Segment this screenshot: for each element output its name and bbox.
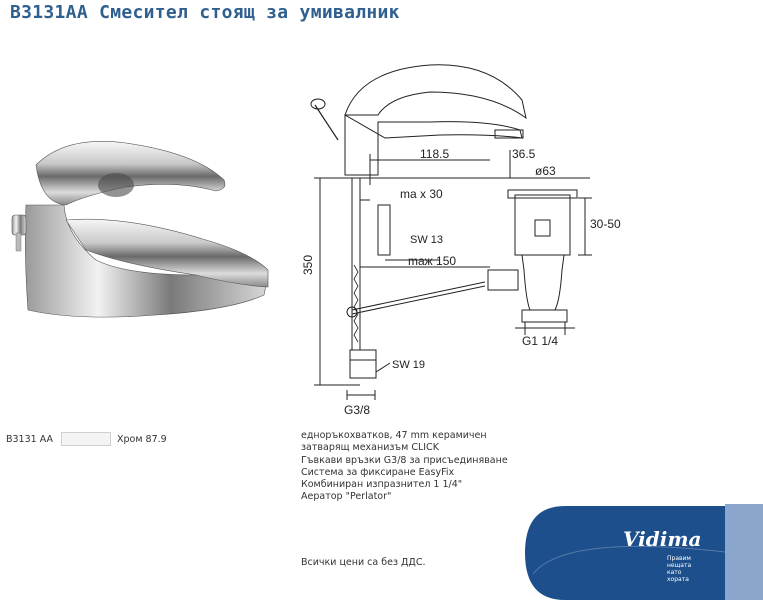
- product-row: B3131 AA Хром 87.9: [6, 432, 167, 446]
- feature-item: Аератор "Perlator": [301, 491, 392, 503]
- tagline-4: хората: [667, 576, 689, 583]
- dim-max30: ma x 30: [400, 187, 443, 201]
- tagline-2: нещата: [667, 562, 691, 569]
- feature-list: еднoръкохватков, 47 mm керамичен затваря…: [301, 430, 508, 504]
- dim-118-5: 118.5: [420, 147, 449, 161]
- product-price: 87.9: [145, 433, 167, 445]
- tagline-1: Правим: [667, 555, 691, 562]
- dim-350: 350: [301, 255, 315, 275]
- feature-item: еднoръкохватков, 47 mm керамичен: [301, 430, 487, 441]
- tagline-3: като: [667, 569, 682, 576]
- dim-g1-1-4: G1 1/4: [522, 334, 558, 348]
- dim-63: ø63: [535, 164, 556, 178]
- dim-sw13: SW 13: [410, 234, 443, 246]
- dim-36-5: 36.5: [512, 147, 536, 161]
- dim-30-50: 30-50: [590, 217, 621, 231]
- page-title: B3131AA Смесител стоящ за умивалник: [10, 2, 400, 23]
- brand-name: Vidima: [623, 527, 701, 551]
- product-code: B3131 AA: [6, 433, 53, 445]
- feature-item: Комбиниран изпразнител 1 1/4": [301, 479, 463, 491]
- feature-item: затварящ механизъм CLICK: [301, 442, 439, 454]
- dim-g3-8: G3/8: [344, 403, 370, 417]
- product-finish: Хром: [116, 433, 143, 445]
- technical-drawing: 118.5 36.5 ø63 ma x 30 30-50 SW 13 maж 1…: [301, 64, 621, 417]
- feature-item: Гъвкави връзки G3/8 за присъединяване: [301, 454, 508, 466]
- feature-item: Система за фиксиране EasyFix: [301, 466, 455, 478]
- product-photo: [11, 141, 269, 318]
- dim-sw19: SW 19: [392, 359, 425, 371]
- quantity-input[interactable]: [60, 432, 111, 446]
- dim-max150: maж 150: [408, 254, 456, 268]
- vidima-logo: Vidima Правим нещата като хората: [525, 504, 763, 600]
- price-note: Всички цени са без ДДС.: [301, 557, 426, 568]
